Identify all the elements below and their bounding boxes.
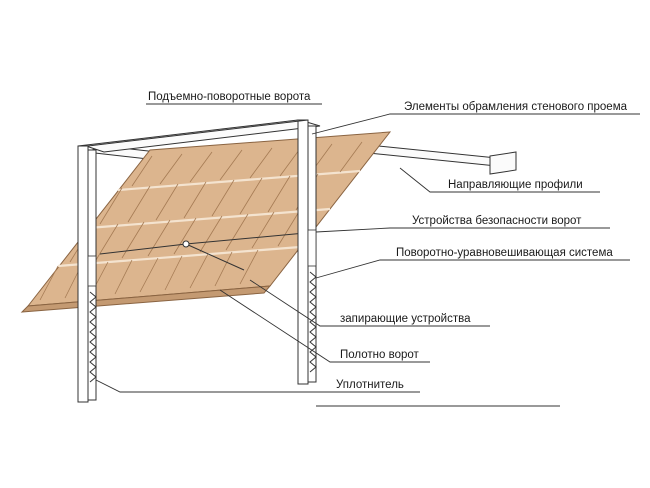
leader-safety-devices	[315, 227, 610, 233]
board-line	[117, 169, 361, 192]
label-locking-devices: запирающие устройства	[340, 313, 471, 325]
frame-top-beam	[77, 119, 309, 147]
spring-left	[87, 255, 97, 383]
label-balance-system: Поворотно-уравновешивающая система	[396, 247, 613, 259]
leader-balance-system	[315, 259, 630, 279]
balance-arms	[99, 231, 317, 271]
leader-door-leaf	[219, 289, 430, 363]
spring-right	[307, 229, 317, 373]
leader-guide-profiles	[399, 167, 600, 193]
plank-pattern	[39, 141, 363, 301]
label-safety-devices: Устройства безопасности ворот	[412, 215, 582, 227]
label-seal: Уплотнитель	[336, 379, 404, 391]
leader-seal	[95, 379, 420, 393]
label-door-leaf: Полотно ворот	[340, 349, 420, 361]
frame-post-left	[77, 145, 89, 403]
leader-locking-devices	[249, 279, 490, 327]
board-line	[57, 245, 301, 268]
label-frame-elements: Элементы обрамления стенового проема	[404, 101, 628, 113]
label-guide-profiles: Направляющие профили	[448, 179, 583, 191]
diagram-title: Подъемно-поворотные ворота	[148, 91, 311, 103]
rail-end-bracket	[489, 151, 517, 175]
board-line	[87, 207, 331, 230]
leader-frame-elements	[311, 113, 640, 135]
door-leaf-panel	[20, 131, 392, 313]
